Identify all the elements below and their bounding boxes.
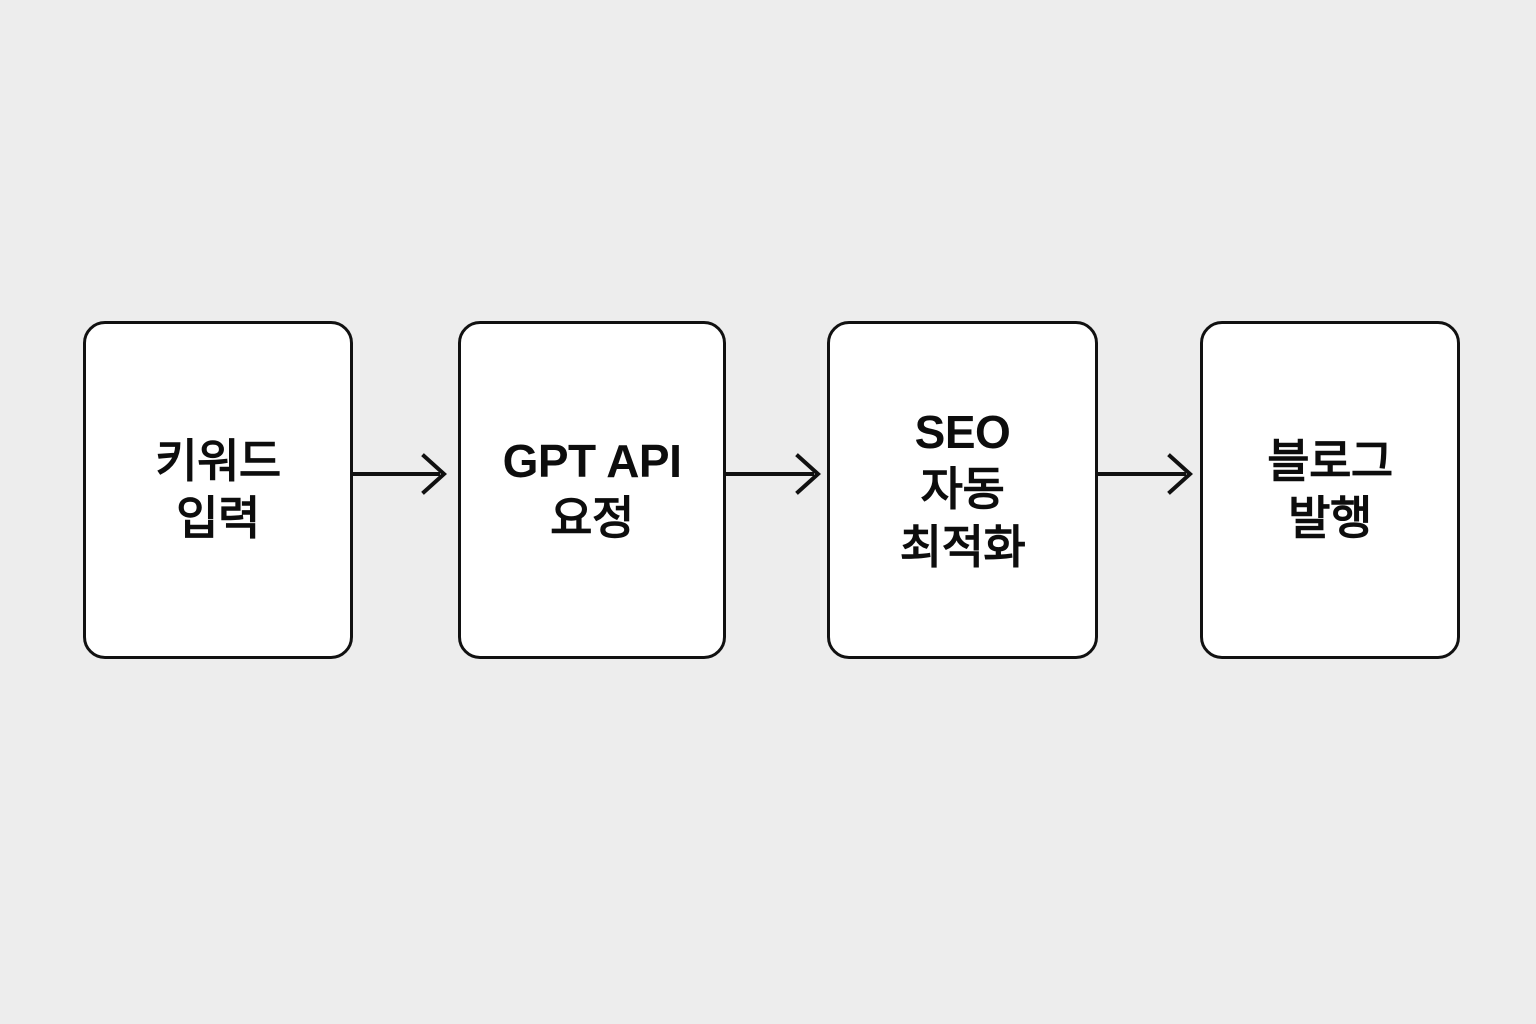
arrow-gpt-to-seo [724, 448, 822, 500]
flow-node-label: GPT API 요정 [502, 434, 682, 544]
flow-node-gpt-api-request[interactable]: GPT API 요정 [458, 321, 726, 659]
flow-node-seo-auto-optimization[interactable]: SEO 자동 최적화 [827, 321, 1098, 659]
flow-node-label: 블로그 발행 [1267, 434, 1393, 544]
flow-node-blog-publish[interactable]: 블로그 발행 [1200, 321, 1460, 659]
arrow-keyword-to-gpt [352, 448, 448, 500]
arrow-seo-to-blog [1097, 448, 1194, 500]
flow-node-keyword-input[interactable]: 키워드 입력 [83, 321, 353, 659]
flow-node-label: 키워드 입력 [155, 434, 281, 544]
flow-node-label: SEO 자동 최적화 [899, 406, 1026, 573]
